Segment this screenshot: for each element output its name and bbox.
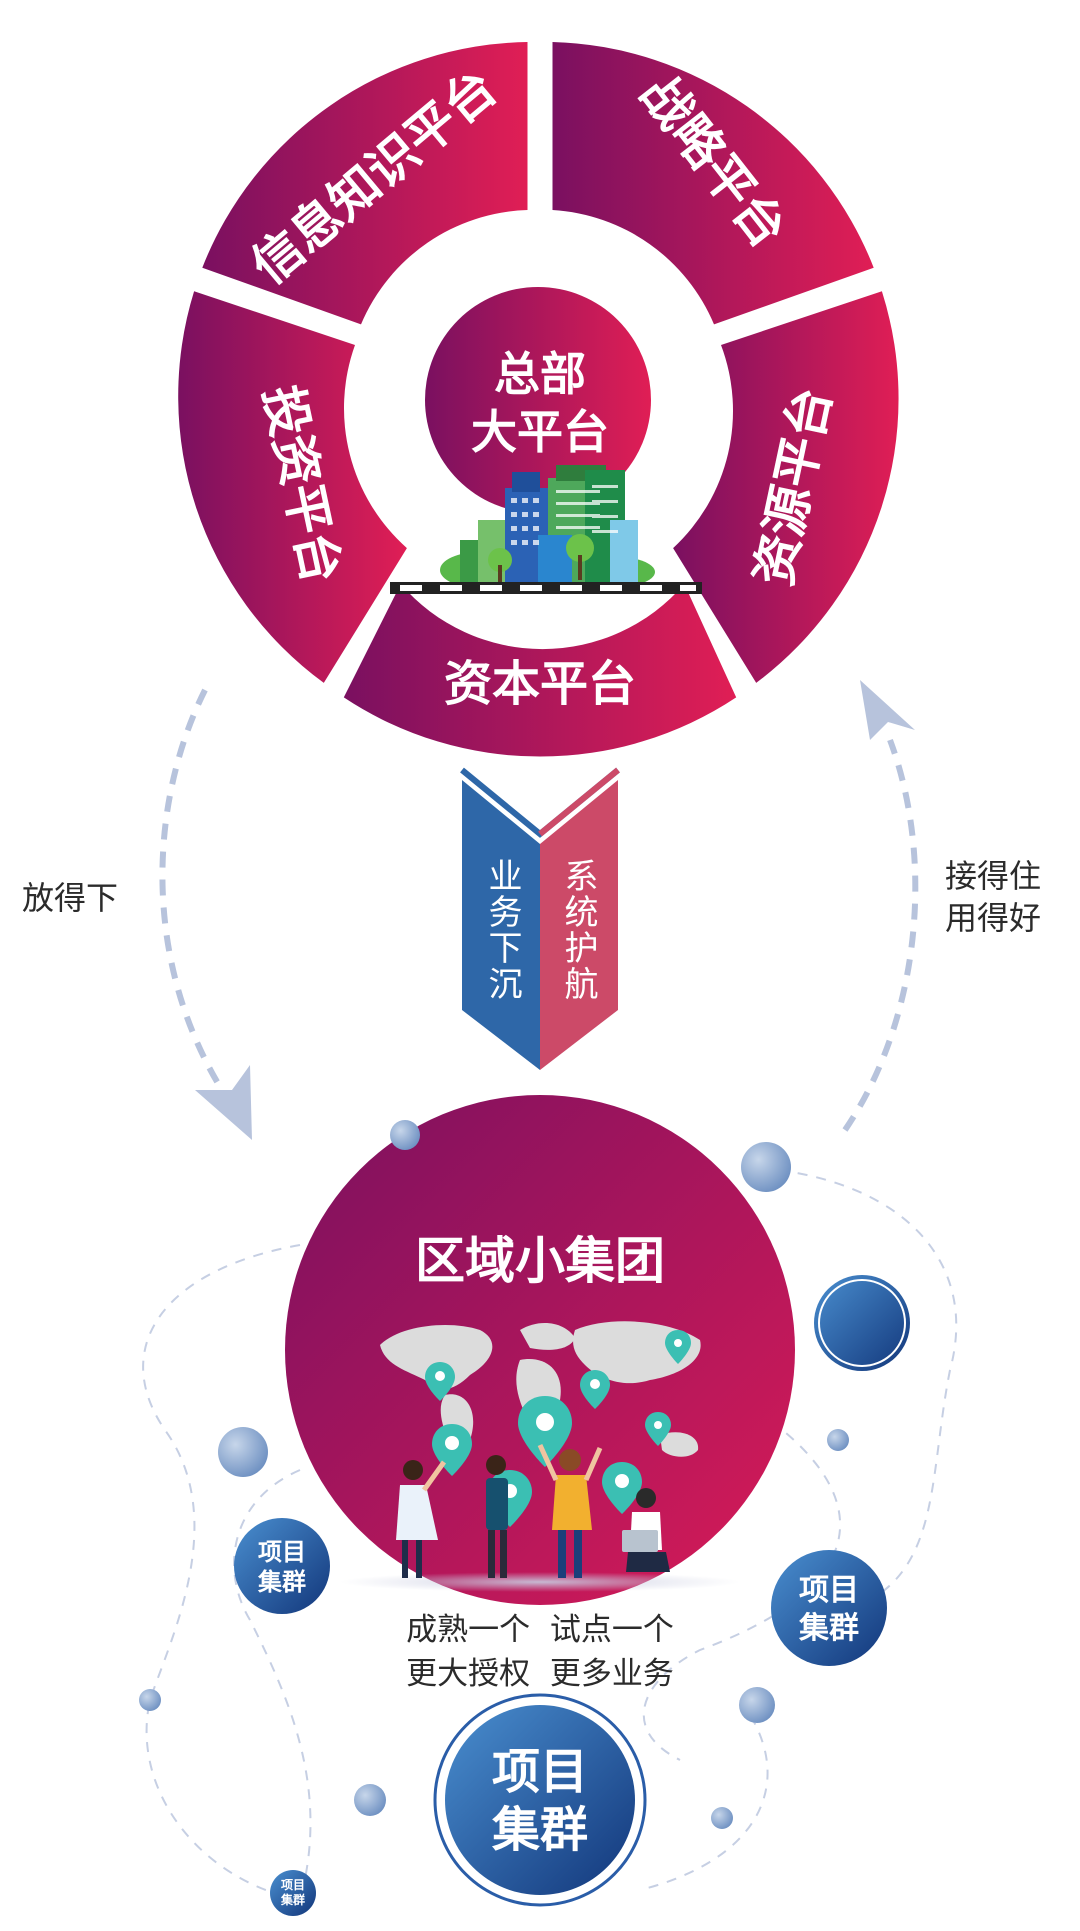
chevron-right-half (540, 780, 618, 1070)
cluster-label: 项目 (281, 1878, 305, 1892)
right-flow-label-line2: 用得好 (945, 899, 1042, 937)
segment-capital (343, 584, 737, 757)
location-pin-icon (602, 1462, 642, 1514)
cluster-label: 集群 (280, 1892, 305, 1907)
location-pin-icon (580, 1370, 610, 1409)
bubble-dot (711, 1807, 733, 1829)
location-pin-icon (425, 1362, 455, 1401)
hq-ring (178, 42, 899, 757)
chevron-left-text: 业务下沉 (482, 858, 522, 1002)
bubble-dot (827, 1429, 849, 1451)
cluster-label: 集群 (257, 1568, 306, 1596)
segment-strategy (552, 42, 874, 325)
bubble-dot (739, 1687, 775, 1723)
segment-resource (673, 291, 899, 683)
bubble-dot (354, 1784, 386, 1816)
chevron-right-text: 系统护航 (558, 858, 598, 1002)
project-cluster-medium-right (771, 1550, 887, 1666)
region-circle (285, 1095, 795, 1605)
location-pin-icon (665, 1330, 691, 1364)
hq-center-circle (425, 287, 651, 513)
region-caption-line1: 成熟一个 试点一个 (406, 1612, 674, 1648)
left-flow-arrow (159, 688, 252, 1140)
project-cluster-tiny-bottom-left (270, 1870, 316, 1916)
hq-center-label-1: 总部 (494, 347, 586, 401)
location-pin-icon (645, 1412, 671, 1446)
cluster-label: 项目 (492, 1744, 588, 1800)
bubble-dot (741, 1142, 791, 1192)
chevron-left-half (462, 780, 540, 1070)
decorative-bubbles (139, 1120, 910, 1829)
right-flow-arrow (842, 680, 919, 1132)
segment-info (202, 42, 528, 325)
bubble-dot (390, 1120, 420, 1150)
project-cluster-small-left (234, 1518, 330, 1614)
cluster-label: 项目 (799, 1573, 859, 1608)
bubble-dot (139, 1689, 161, 1711)
segment-invest (178, 291, 407, 683)
cluster-label: 集群 (798, 1611, 859, 1646)
segment-capital-label: 资本平台 (444, 656, 636, 712)
orbit-lines (142, 1167, 958, 1901)
cluster-label: 集群 (491, 1802, 588, 1858)
left-flow-label: 放得下 (22, 879, 119, 917)
cluster-label: 项目 (258, 1538, 306, 1566)
ring-bubble (814, 1275, 910, 1371)
floor-shadow (340, 1572, 740, 1592)
down-chevron-arrow (460, 767, 620, 1070)
bubble-dot (218, 1427, 268, 1477)
location-pin-icon (518, 1396, 572, 1467)
world-map-illustration (380, 1321, 701, 1461)
right-flow-label-line1: 接得住 (945, 857, 1042, 895)
hq-center-label-2: 大平台 (471, 405, 609, 459)
project-cluster-large-bottom (433, 1693, 647, 1907)
city-buildings-illustration (390, 465, 702, 594)
region-title: 区域小集团 (415, 1232, 665, 1290)
region-caption-line2: 更大授权 更多业务 (406, 1656, 674, 1692)
people-illustration (396, 1443, 670, 1578)
ring-bubble-outline (818, 1279, 906, 1367)
